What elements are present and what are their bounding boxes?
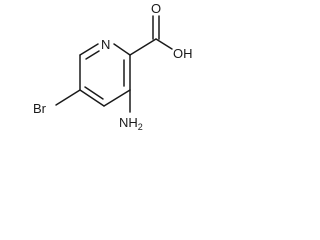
bond-c-oh [155, 38, 173, 50]
bond-c4-c5-inner [84, 86, 104, 100]
bond-c4-c5 [79, 89, 105, 107]
bond-c6-n1 [79, 43, 99, 56]
bond-c3-c4 [103, 89, 131, 107]
pyridine-ring [79, 43, 131, 107]
atom-amino: NH2 [119, 115, 143, 132]
atom-ring-nitrogen: N [101, 37, 110, 52]
bond-c2-ccooh [129, 38, 157, 56]
amino-nh: NH [119, 115, 138, 130]
bond-n1-c2 [113, 43, 131, 56]
bond-c5-br [55, 89, 81, 106]
carboxyl-group [129, 15, 173, 56]
amino-subscript: 2 [138, 122, 143, 132]
atom-bromine: Br [33, 101, 47, 116]
chemical-structure: N O OH NH2 Br [33, 1, 193, 132]
atom-hydroxyl: OH [173, 46, 193, 61]
bond-n1-c6-inner [85, 50, 100, 60]
atom-carbonyl-oxygen: O [151, 1, 161, 16]
